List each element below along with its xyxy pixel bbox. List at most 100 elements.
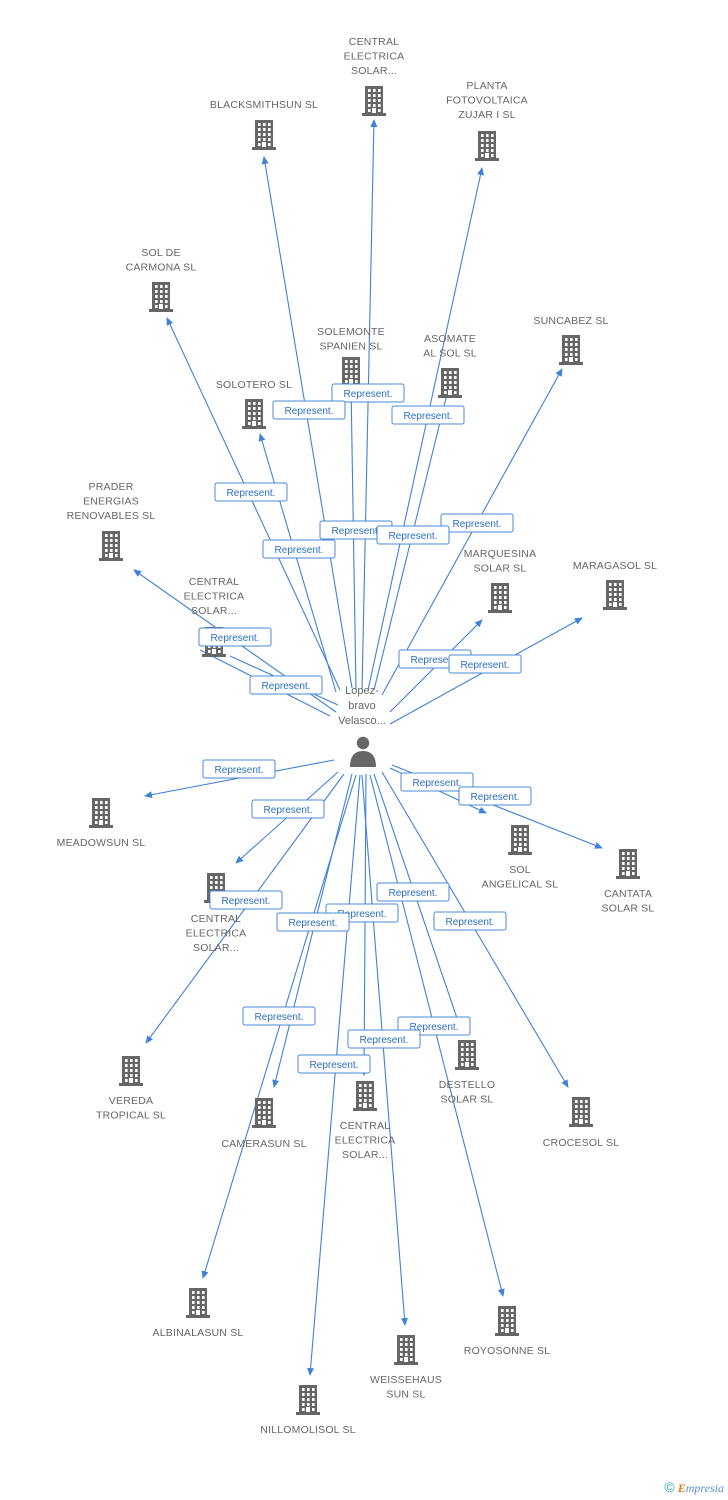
relation-label[interactable]: Represent. xyxy=(400,772,474,792)
relation-label[interactable]: Represent. xyxy=(198,627,272,647)
building-icon xyxy=(353,1081,377,1111)
building-icon xyxy=(339,357,363,387)
relation-label[interactable]: Represent. xyxy=(331,383,405,403)
relation-text: Represent. xyxy=(332,526,381,537)
relation-label[interactable]: Represent. xyxy=(262,539,336,559)
company-label: CANTATA xyxy=(604,888,652,900)
company-label: ROYOSONNE SL xyxy=(464,1345,550,1357)
company-node-central3[interactable]: CENTRALELECTRICASOLAR... xyxy=(186,873,247,954)
relation-label[interactable]: Represent. xyxy=(209,890,283,910)
company-label: PLANTA xyxy=(466,80,507,92)
company-label: CENTRAL xyxy=(191,913,241,925)
company-label: SPANIEN SL xyxy=(319,341,382,353)
relation-label[interactable]: Represent. xyxy=(458,786,532,806)
relation-label[interactable]: Represent. xyxy=(202,759,276,779)
relation-text: Represent. xyxy=(264,805,313,816)
relation-text: Represent. xyxy=(344,389,393,400)
relation-text: Represent. xyxy=(389,888,438,899)
company-label: SOLAR SL xyxy=(602,903,655,915)
relation-label[interactable]: Represent. xyxy=(242,1006,316,1026)
company-node-solangelical[interactable]: SOL ANGELICAL SL xyxy=(482,825,559,891)
relation-label[interactable]: Represent. xyxy=(347,1029,421,1049)
company-node-suncabez[interactable]: SUNCABEZ SL xyxy=(533,315,608,365)
company-node-albinalasun[interactable]: ALBINALASUN SL xyxy=(153,1288,244,1339)
relation-text: Represent. xyxy=(285,406,334,417)
relation-text: Represent. xyxy=(222,896,271,907)
building-icon xyxy=(119,1056,143,1086)
building-icon xyxy=(569,1097,593,1127)
building-icon xyxy=(438,368,462,398)
company-label: SUNCABEZ SL xyxy=(533,315,608,327)
building-icon xyxy=(559,335,583,365)
company-node-blacksmith[interactable]: BLACKSMITHSUN SL xyxy=(210,99,318,150)
relation-text: Represent. xyxy=(446,917,495,928)
building-icon xyxy=(475,131,499,161)
relation-label[interactable]: Represent. xyxy=(433,911,507,931)
company-label: NILLOMOLISOL SL xyxy=(260,1424,355,1436)
company-label: SOLAR... xyxy=(193,942,239,954)
brand-initial: E xyxy=(677,1481,686,1495)
copyright-symbol: © xyxy=(664,1479,675,1495)
relation-label[interactable]: Represent. xyxy=(376,882,450,902)
building-icon xyxy=(616,849,640,879)
relation-label[interactable]: Represent. xyxy=(214,482,288,502)
company-node-meadowsun[interactable]: MEADOWSUN SL xyxy=(57,798,146,849)
company-label: SOL xyxy=(509,864,531,876)
company-node-camerasun[interactable]: CAMERASUN SL xyxy=(221,1098,306,1150)
building-icon xyxy=(495,1306,519,1336)
building-icon xyxy=(508,825,532,855)
company-label: AL SOL SL xyxy=(423,348,477,360)
relation-label[interactable]: Represent. xyxy=(272,400,346,420)
company-node-nillomolisol[interactable]: NILLOMOLISOL SL xyxy=(260,1385,356,1436)
company-label: CROCESOL SL xyxy=(543,1137,620,1149)
relation-text: Represent. xyxy=(338,909,387,920)
edge-to-planta xyxy=(367,167,484,691)
relation-text: Represent. xyxy=(410,1022,459,1033)
edge-to-destello xyxy=(373,773,463,1031)
building-icon xyxy=(488,583,512,613)
edge-to-blacksmith xyxy=(261,156,353,689)
relation-text: Represent. xyxy=(211,633,260,644)
company-node-central1[interactable]: CENTRALELECTRICASOLAR... xyxy=(344,36,405,116)
building-icon xyxy=(186,1288,210,1318)
person-icon xyxy=(350,736,376,767)
company-node-central4[interactable]: CENTRALELECTRICASOLAR... xyxy=(335,1081,396,1161)
company-label: ANGELICAL SL xyxy=(482,879,559,891)
relation-text: Represent. xyxy=(262,681,311,692)
relation-label[interactable]: Represent. xyxy=(440,513,514,533)
brand-name[interactable]: mpresia xyxy=(685,1481,724,1495)
relation-label[interactable]: Represent. xyxy=(251,799,325,819)
company-node-crocesol[interactable]: CROCESOL SL xyxy=(543,1097,620,1149)
relation-label[interactable]: Represent. xyxy=(276,912,350,932)
company-label: SOLAR... xyxy=(342,1149,388,1161)
center-person[interactable]: Lopez-bravoVelasco... xyxy=(338,685,386,767)
relation-label[interactable]: Represent. xyxy=(297,1054,371,1074)
company-label: ALBINALASUN SL xyxy=(153,1327,244,1339)
relation-text: Represent. xyxy=(411,655,460,666)
company-label: CAMERASUN SL xyxy=(221,1138,306,1150)
company-node-royosonne[interactable]: ROYOSONNE SL xyxy=(464,1306,550,1357)
company-node-solotero[interactable]: SOLOTERO SL xyxy=(216,379,292,429)
relation-text: Represent. xyxy=(310,1060,359,1071)
company-label: CENTRAL xyxy=(349,36,399,48)
relation-label[interactable]: Represent. xyxy=(391,405,465,425)
building-icon xyxy=(252,1098,276,1128)
relation-text: Represent. xyxy=(404,411,453,422)
building-icon xyxy=(296,1385,320,1415)
relation-label[interactable]: Represent. xyxy=(448,654,522,674)
company-node-maragasol[interactable]: MARAGASOL SL xyxy=(573,560,657,610)
relation-label[interactable]: Represent. xyxy=(376,525,450,545)
relation-label[interactable]: Represent. xyxy=(319,520,393,540)
relation-label[interactable]: Represent. xyxy=(249,675,323,695)
company-node-cantata[interactable]: CANTATA SOLAR SL xyxy=(602,849,655,915)
